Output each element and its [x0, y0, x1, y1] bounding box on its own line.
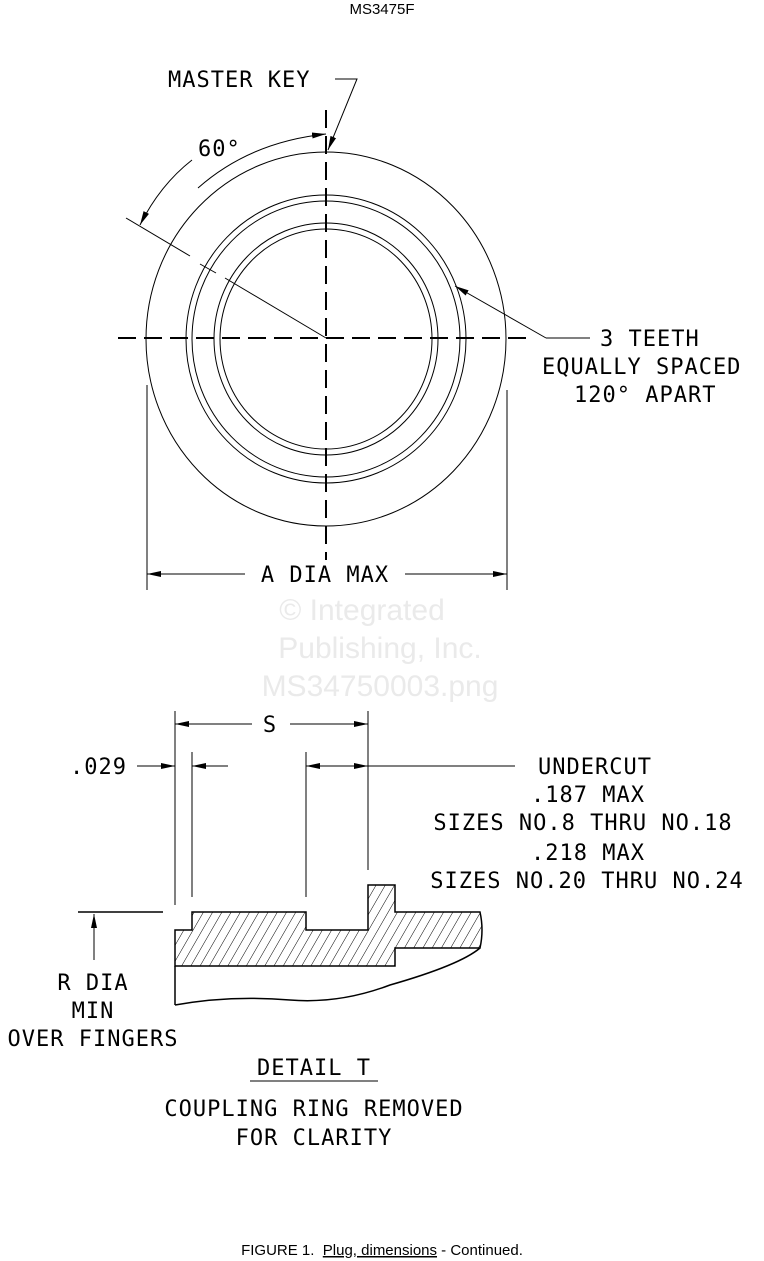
max-187-label: .187 MAX: [531, 783, 645, 808]
detail-note-2: FOR CLARITY: [236, 1126, 393, 1151]
detail-t-section: [78, 711, 515, 1082]
document-header: MS3475F: [349, 1, 414, 18]
master-key-label: MASTER KEY: [168, 68, 310, 93]
teeth-label-1: 3 TEETH: [600, 327, 700, 352]
s-dimension-label: S: [263, 713, 277, 738]
figure-caption: FIGURE 1. Plug, dimensions - Continued.: [241, 1242, 523, 1259]
sizes-8-18-label: SIZES NO.8 THRU NO.18: [433, 811, 732, 836]
teeth-label-2: EQUALLY SPACED: [542, 355, 741, 380]
detail-title: DETAIL T: [257, 1056, 371, 1081]
r-dia-label-3: OVER FINGERS: [8, 1027, 179, 1052]
dim-029-label: .029: [70, 755, 127, 780]
watermark-line-2: Publishing, Inc.: [278, 632, 481, 665]
a-dia-label: A DIA MAX: [261, 563, 389, 588]
watermark: © Integrated Publishing, Inc. MS34750003…: [262, 594, 499, 703]
r-dia-label-1: R DIA: [57, 971, 128, 996]
max-218-label: .218 MAX: [531, 841, 645, 866]
teeth-label-3: 120° APART: [574, 383, 716, 408]
undercut-label: UNDERCUT: [538, 755, 652, 780]
detail-note-1: COUPLING RING REMOVED: [164, 1097, 463, 1122]
watermark-line-1: © Integrated: [279, 594, 445, 627]
sizes-20-24-label: SIZES NO.20 THRU NO.24: [430, 869, 743, 894]
angle-label: 60°: [198, 137, 241, 162]
r-dia-label-2: MIN: [72, 999, 115, 1024]
watermark-line-3: MS34750003.png: [262, 670, 499, 703]
plug-front-view: [118, 78, 590, 590]
